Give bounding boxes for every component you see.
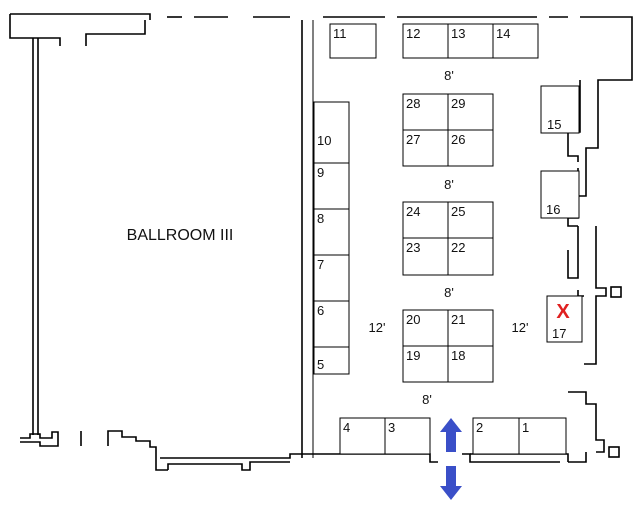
booth-15[interactable] <box>540 85 580 134</box>
wall-segment <box>567 226 579 279</box>
aisle-width-label: 8' <box>444 177 454 192</box>
location-marker: X <box>556 301 570 323</box>
booth-number-label: 2 <box>476 420 483 435</box>
booth-number-label: 19 <box>406 348 420 363</box>
booth-11[interactable] <box>329 23 377 59</box>
wall-segment <box>470 453 569 462</box>
aisle-width-label: 8' <box>422 392 432 407</box>
booth-number-label: 20 <box>406 312 420 327</box>
booth-28[interactable] <box>402 93 449 131</box>
booth-number-label: 18 <box>451 348 465 363</box>
booth-number-label: 12 <box>406 26 420 41</box>
booth-5[interactable] <box>313 346 350 375</box>
wall-post <box>610 286 622 298</box>
booth-10[interactable] <box>313 101 350 164</box>
booth-number-label: 17 <box>552 326 566 341</box>
booth-number-label: 3 <box>388 420 395 435</box>
wall-segment <box>585 108 599 160</box>
booth-13[interactable] <box>447 23 494 59</box>
booth-2[interactable] <box>472 417 520 455</box>
booth-22[interactable] <box>447 237 494 276</box>
booth-number-label: 24 <box>406 204 420 219</box>
booth-29[interactable] <box>447 93 494 131</box>
wall-segment <box>20 431 59 447</box>
booth-number-label: 13 <box>451 26 465 41</box>
booth-23[interactable] <box>402 237 449 276</box>
wall-segment <box>9 14 61 46</box>
booth-number-label: 6 <box>317 303 324 318</box>
booth-number-label: 14 <box>496 26 510 41</box>
booth-number-label: 7 <box>317 257 324 272</box>
booth-26[interactable] <box>447 129 494 167</box>
booth-8[interactable] <box>313 208 350 256</box>
booth-number-label: 29 <box>451 96 465 111</box>
booth-24[interactable] <box>402 201 449 239</box>
wall-segment <box>577 290 584 297</box>
booth-19[interactable] <box>402 345 449 383</box>
booth-number-label: 15 <box>547 117 561 132</box>
booth-16[interactable] <box>540 170 580 219</box>
booth-number-label: 26 <box>451 132 465 147</box>
booth-number-label: 4 <box>343 420 350 435</box>
arrow-up-icon <box>440 418 462 452</box>
wall-segment <box>85 20 146 46</box>
wall-segment <box>568 391 605 453</box>
booth-number-label: 10 <box>317 133 331 148</box>
booth-25[interactable] <box>447 201 494 239</box>
booth-number-label: 5 <box>317 357 324 372</box>
wall-segment <box>160 453 438 463</box>
wall-segment <box>10 13 151 20</box>
booth-number-label: 23 <box>406 240 420 255</box>
arrow-down-icon <box>440 466 462 500</box>
wall-segment <box>597 46 633 108</box>
booth-27[interactable] <box>402 129 449 167</box>
booth-number-label: 16 <box>546 202 560 217</box>
booth-number-label: 28 <box>406 96 420 111</box>
aisle-width-label: 12' <box>369 320 386 335</box>
booth-1[interactable] <box>518 417 567 455</box>
booth-number-label: 21 <box>451 312 465 327</box>
wall-segment <box>107 430 168 471</box>
booth-number-label: 27 <box>406 132 420 147</box>
aisle-width-label: 8' <box>444 285 454 300</box>
booth-number-label: 8 <box>317 211 324 226</box>
booth-21[interactable] <box>447 309 494 347</box>
booth-14[interactable] <box>492 23 539 59</box>
wall-segment <box>584 226 607 365</box>
wall-segment <box>167 461 290 471</box>
wall-segment <box>462 453 560 463</box>
booth-4[interactable] <box>339 417 386 455</box>
booth-3[interactable] <box>384 417 431 455</box>
booth-6[interactable] <box>313 300 350 348</box>
wall-post <box>608 446 620 458</box>
booth-17[interactable] <box>546 295 583 343</box>
room-label: BALLROOM III <box>127 227 234 244</box>
wall-segment <box>568 452 587 463</box>
booth-number-label: 1 <box>522 420 529 435</box>
booth-number-label: 11 <box>333 26 347 41</box>
aisle-width-label: 12' <box>512 320 529 335</box>
entrance-arrows <box>440 418 462 500</box>
booth-12[interactable] <box>402 23 449 59</box>
booth-number-label: 22 <box>451 240 465 255</box>
wall-segment <box>580 16 633 46</box>
aisle-width-label: 8' <box>444 68 454 83</box>
booth-number-label: 25 <box>451 204 465 219</box>
booth-number-label: 9 <box>317 165 324 180</box>
booth-7[interactable] <box>313 254 350 302</box>
booth-9[interactable] <box>313 162 350 210</box>
booth-18[interactable] <box>447 345 494 383</box>
wall-segment <box>567 80 581 162</box>
